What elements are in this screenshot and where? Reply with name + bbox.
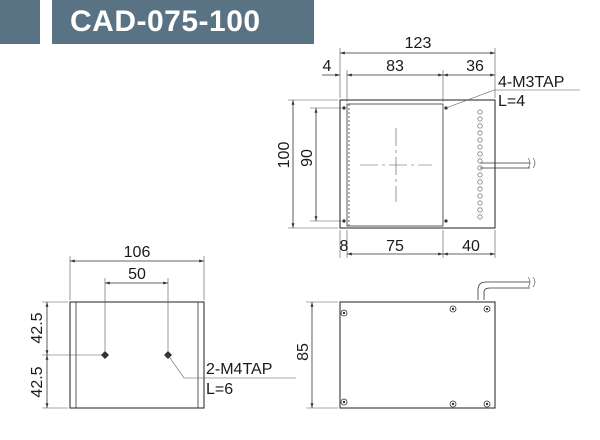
dim-side-inner: 50 (128, 266, 146, 283)
dim-bottom-middle: 75 (386, 238, 404, 255)
dim-side-outer: 106 (124, 244, 151, 261)
dim-top-left: 4 (323, 58, 332, 75)
dim-side-upper: 42.5 (29, 312, 46, 343)
screw-holes (340, 305, 491, 408)
dim-top-height-inner: 90 (299, 149, 316, 167)
dim-bottom-left: 8 (340, 238, 349, 255)
dim-bottom-right: 40 (462, 238, 480, 255)
top-view-light-panel (346, 103, 444, 227)
tap-hole (101, 351, 109, 359)
tap-hole (342, 106, 346, 110)
side-tap-note-line1: 2-M4TAP (206, 361, 272, 378)
led-column (477, 109, 483, 220)
bottom-view: 85 (295, 276, 536, 409)
top-tap-note-line1: 4-M3TAP (498, 74, 564, 91)
dim-top-height-outer: 100 (276, 142, 293, 169)
dim-top-middle: 83 (386, 58, 404, 75)
bottom-view-outline (339, 301, 496, 409)
dim-bottom-view-height: 85 (295, 343, 312, 361)
top-view-outline (339, 99, 496, 229)
header-accent-block (0, 0, 40, 44)
dim-top-total: 123 (405, 35, 432, 52)
cable-top-view (480, 157, 536, 169)
cable-bottom-view (477, 276, 536, 300)
top-view: 123 4 83 36 4-M3TAP L=4 100 90 8 75 40 (276, 35, 580, 258)
page-title: CAD-075-100 (70, 5, 261, 38)
tap-hole (342, 219, 346, 223)
header-gap (40, 0, 52, 44)
title-banner (52, 0, 314, 44)
dim-top-right: 36 (466, 58, 484, 75)
side-view: 106 50 42.5 42.5 2-M4TAP L=6 (29, 244, 296, 409)
dim-side-lower: 42.5 (29, 366, 46, 397)
tap-hole (444, 219, 448, 223)
top-tap-note-line2: L=4 (498, 93, 525, 110)
side-tap-note-line2: L=6 (206, 381, 233, 398)
